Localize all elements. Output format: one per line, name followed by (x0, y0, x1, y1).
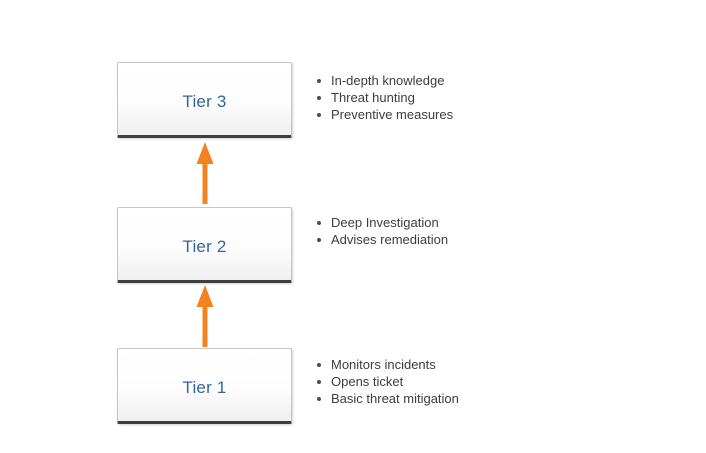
up-arrow-tier1-to-tier2-icon (196, 285, 214, 347)
bullet-text: Threat hunting (331, 90, 415, 105)
tier-2-label: Tier 2 (182, 236, 227, 256)
tier-3-bullet-list: In-depth knowledge Threat hunting Preven… (316, 72, 556, 123)
bullet-item: Threat hunting (316, 89, 556, 106)
tier-2-bullet-list: Deep Investigation Advises remediation (316, 214, 556, 248)
bullet-item: Advises remediation (316, 231, 556, 248)
tier-3-label: Tier 3 (182, 91, 227, 111)
bullet-dot-icon (317, 380, 321, 384)
tier-1-label: Tier 1 (182, 377, 227, 397)
bullet-text: Advises remediation (331, 232, 449, 247)
bullet-dot-icon (317, 79, 321, 83)
tier-1-box: Tier 1 (117, 348, 292, 424)
bullet-text: In-depth knowledge (331, 73, 445, 88)
bullet-text: Monitors incidents (331, 357, 436, 372)
bullet-item: In-depth knowledge (316, 72, 556, 89)
bullet-text: Basic threat mitigation (331, 391, 459, 406)
up-arrow-tier2-to-tier3-icon (196, 142, 214, 204)
bullet-text: Deep Investigation (331, 215, 439, 230)
bullet-text: Preventive measures (331, 107, 454, 122)
bullet-dot-icon (317, 363, 321, 367)
tier-2-box: Tier 2 (117, 207, 292, 283)
bullet-dot-icon (317, 96, 321, 100)
bullet-item: Preventive measures (316, 106, 556, 123)
bullet-item: Basic threat mitigation (316, 390, 556, 407)
bullet-item: Deep Investigation (316, 214, 556, 231)
bullet-dot-icon (317, 113, 321, 117)
bullet-item: Opens ticket (316, 373, 556, 390)
bullet-dot-icon (317, 238, 321, 242)
bullet-text: Opens ticket (331, 374, 404, 389)
tier-3-box: Tier 3 (117, 62, 292, 138)
tier-1-bullet-list: Monitors incidents Opens ticket Basic th… (316, 356, 556, 407)
bullet-dot-icon (317, 221, 321, 225)
bullet-item: Monitors incidents (316, 356, 556, 373)
bullet-dot-icon (317, 397, 321, 401)
